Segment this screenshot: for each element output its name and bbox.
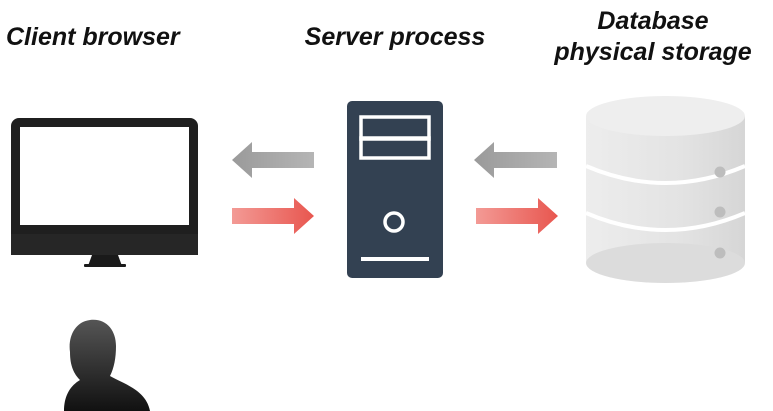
- database-cylinder-icon: [585, 96, 746, 283]
- server-tower-icon: [347, 101, 443, 278]
- arrow-left-icon: [474, 142, 557, 178]
- arrow-right-icon: [476, 198, 558, 234]
- database-label-line1: Database: [597, 7, 709, 35]
- client-browser-label: Client browser: [6, 23, 180, 51]
- server-process-label: Server process: [304, 23, 486, 51]
- monitor-icon: [11, 118, 198, 267]
- arrow-left-icon: [232, 142, 314, 178]
- database-label: Database physical storage: [538, 6, 768, 68]
- arrow-right-icon: [232, 198, 314, 234]
- user-silhouette-icon: [64, 319, 150, 411]
- database-label-line2: physical storage: [554, 38, 752, 66]
